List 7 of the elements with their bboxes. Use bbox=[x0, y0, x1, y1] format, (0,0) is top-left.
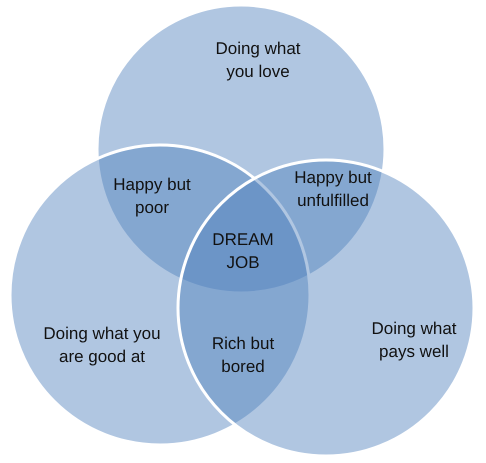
circle-label: Doing what you love bbox=[214, 38, 302, 83]
overlap-label: Happy but unfulfilled bbox=[293, 167, 373, 212]
overlap-label: Happy but poor bbox=[112, 174, 192, 219]
overlap-label: Rich but bored bbox=[210, 333, 276, 378]
circle-label: Doing what pays well bbox=[370, 318, 458, 363]
overlap-label: DREAM JOB bbox=[211, 229, 275, 274]
circle-label: Doing what you are good at bbox=[42, 323, 162, 368]
